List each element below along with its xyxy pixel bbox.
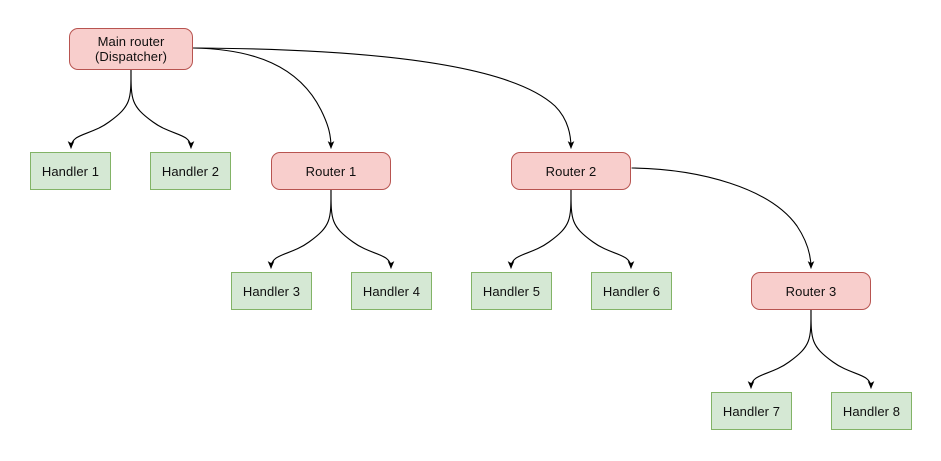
edge-main-to-router1 <box>192 47 335 149</box>
node-label-handler7: Handler 7 <box>722 403 781 419</box>
edge-router3-to-handler7 <box>747 309 812 389</box>
node-handler4[interactable]: Handler 4 <box>351 272 432 310</box>
edge-main-to-handler1 <box>67 69 132 149</box>
node-label-router2: Router 2 <box>545 163 597 179</box>
node-label-main-router: Main router (Dispatcher) <box>95 34 167 64</box>
edge-main-to-handler2 <box>130 69 195 149</box>
node-handler2[interactable]: Handler 2 <box>150 152 231 190</box>
node-label-handler6: Handler 6 <box>602 283 661 299</box>
node-handler6[interactable]: Handler 6 <box>591 272 672 310</box>
edge-router1-to-handler3 <box>267 189 332 269</box>
node-handler5[interactable]: Handler 5 <box>471 272 552 310</box>
node-label-handler5: Handler 5 <box>482 283 541 299</box>
node-handler7[interactable]: Handler 7 <box>711 392 792 430</box>
edge-router2-to-handler6 <box>570 189 635 269</box>
edge-router1-to-handler4 <box>330 189 395 269</box>
edge-router2-to-router3 <box>631 167 815 269</box>
node-label-handler3: Handler 3 <box>242 283 301 299</box>
node-label-router1: Router 1 <box>305 163 357 179</box>
edge-router2-to-handler5 <box>507 189 572 269</box>
edge-router3-to-handler8 <box>810 309 875 389</box>
node-label-handler8: Handler 8 <box>842 403 901 419</box>
edge-main-to-router2 <box>192 47 575 149</box>
node-label-handler1: Handler 1 <box>41 163 100 179</box>
node-main-router[interactable]: Main router (Dispatcher) <box>69 28 193 70</box>
node-label-handler4: Handler 4 <box>362 283 421 299</box>
node-handler1[interactable]: Handler 1 <box>30 152 111 190</box>
node-label-handler2: Handler 2 <box>161 163 220 179</box>
node-handler3[interactable]: Handler 3 <box>231 272 312 310</box>
node-router3[interactable]: Router 3 <box>751 272 871 310</box>
node-label-router3: Router 3 <box>785 283 837 299</box>
node-handler8[interactable]: Handler 8 <box>831 392 912 430</box>
node-router2[interactable]: Router 2 <box>511 152 631 190</box>
node-router1[interactable]: Router 1 <box>271 152 391 190</box>
